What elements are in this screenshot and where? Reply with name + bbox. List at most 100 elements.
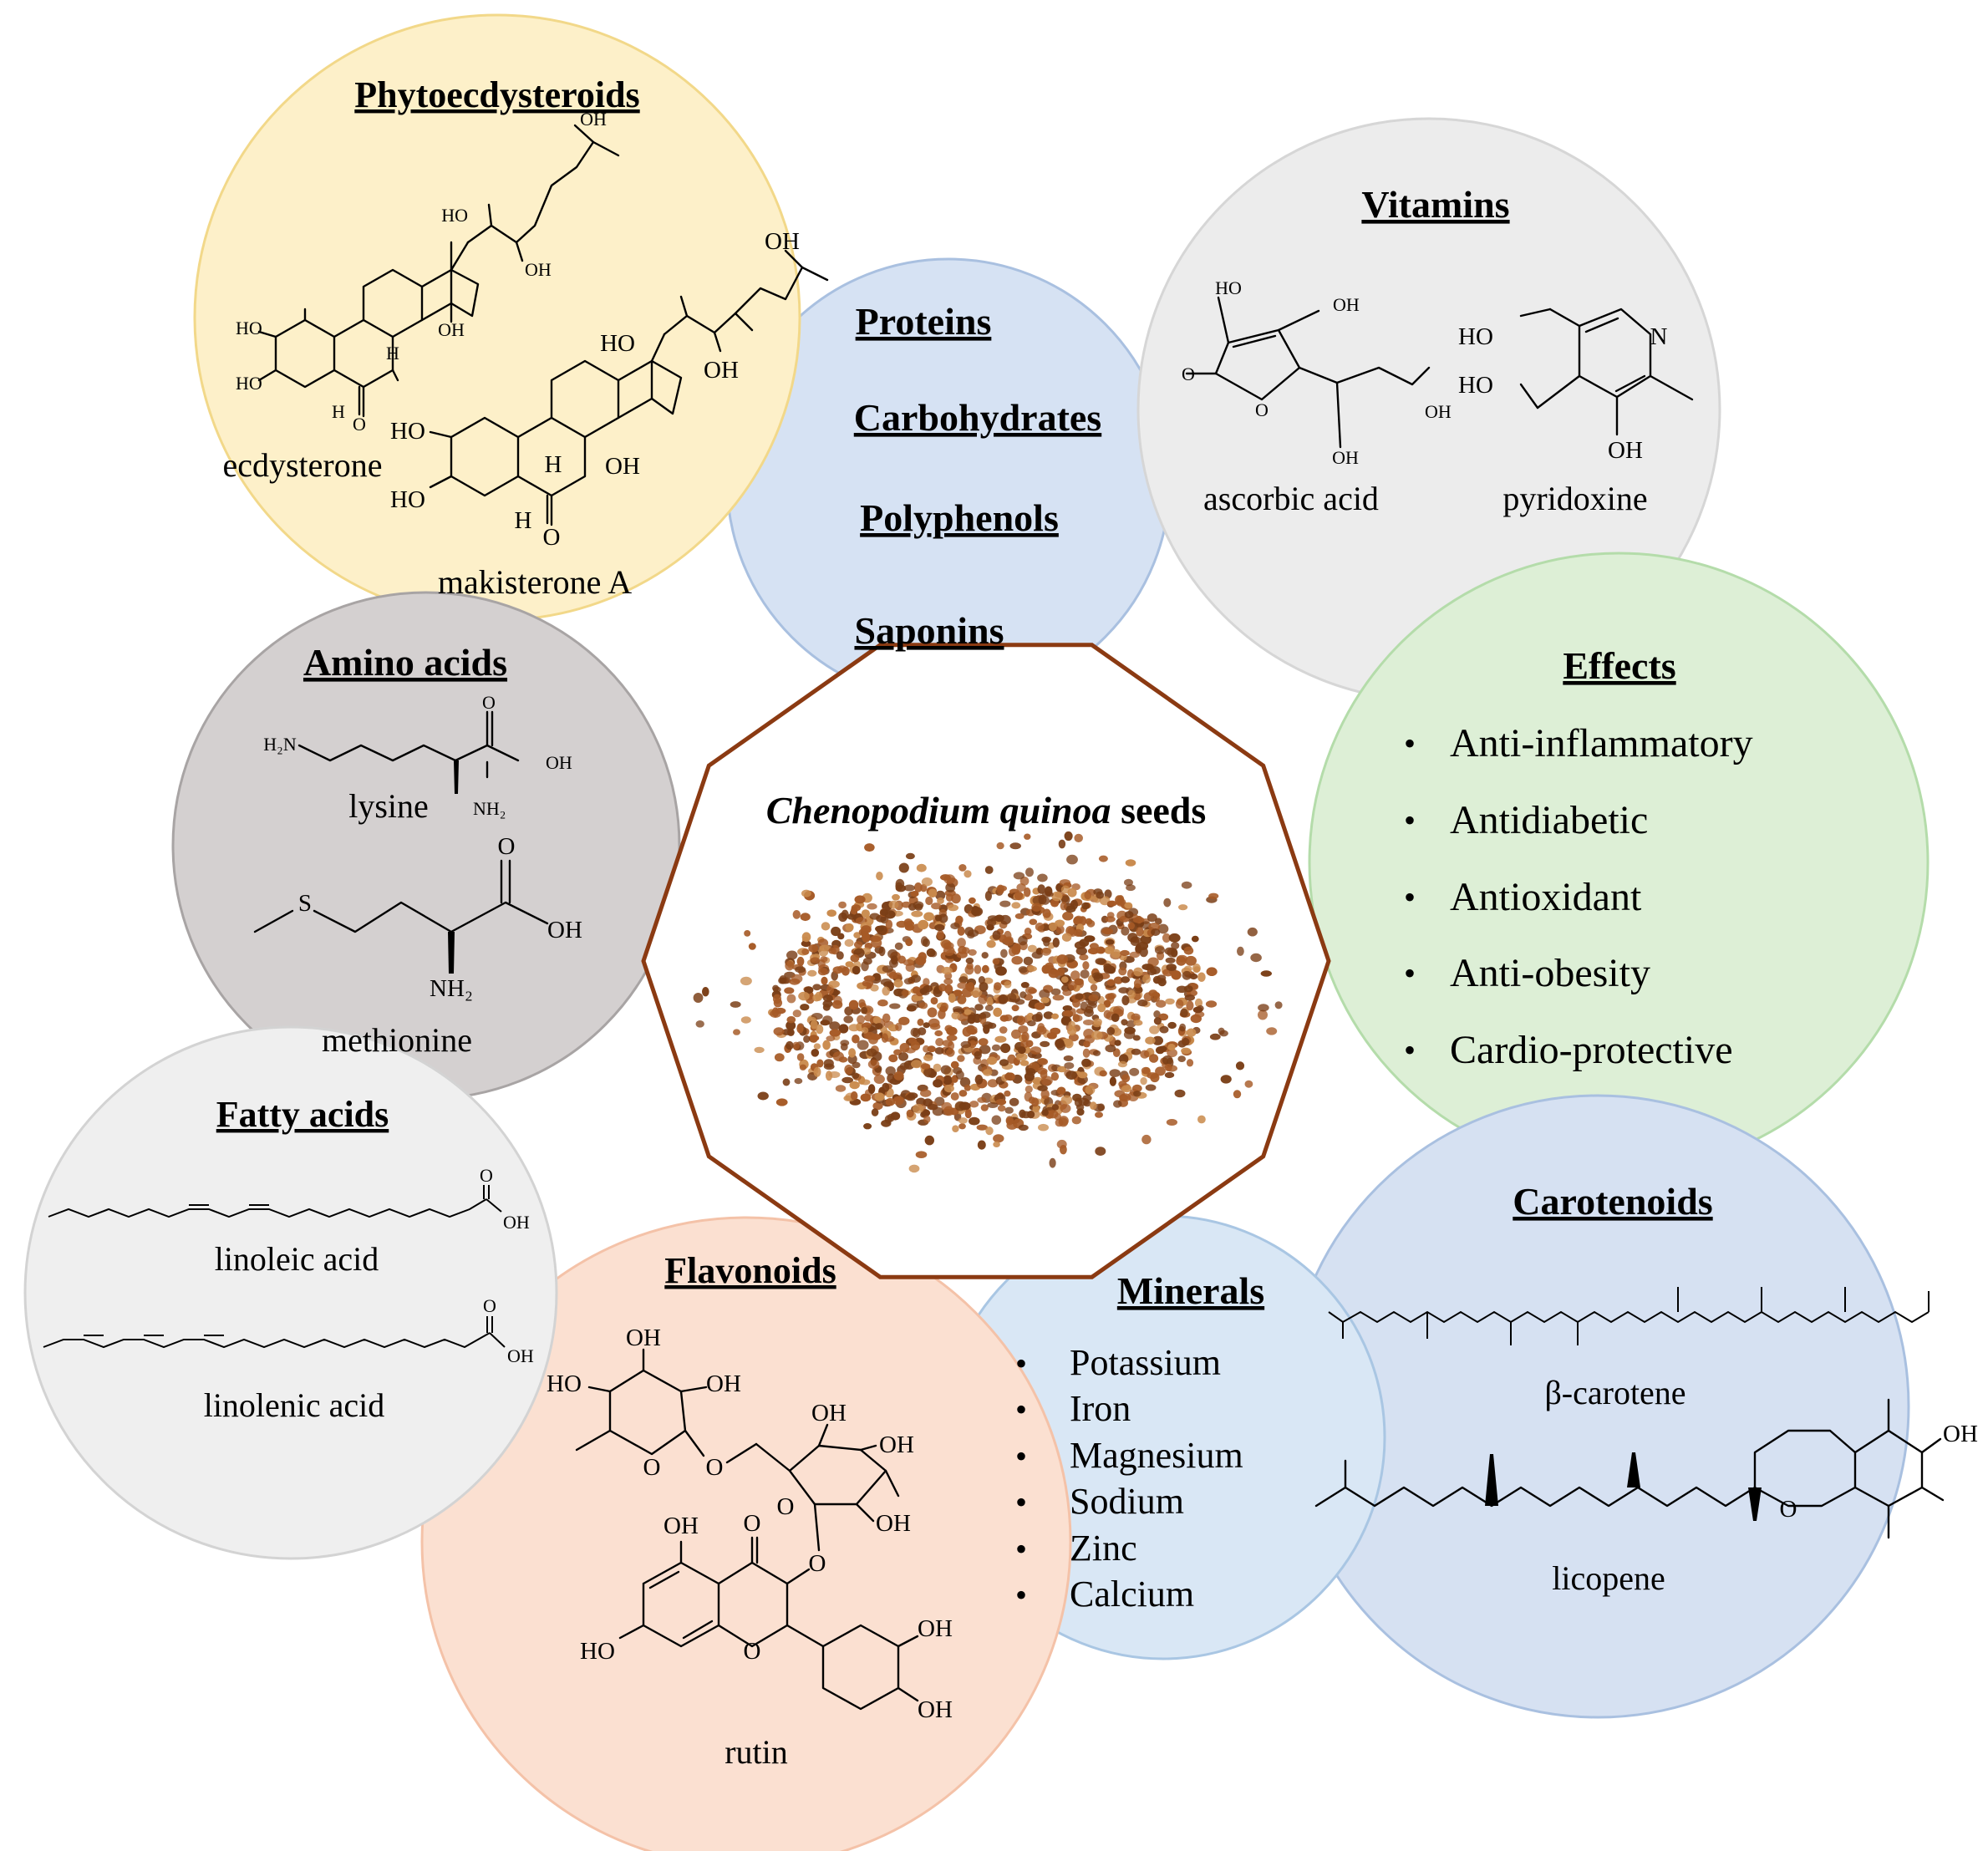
macro-saponins: Saponins <box>854 609 1004 652</box>
rutin-label: rutin <box>725 1733 788 1771</box>
svg-text:OH: OH <box>704 357 739 384</box>
svg-text:H₂N: H₂N <box>263 734 297 755</box>
effect-item: Antioxidant <box>1450 875 1642 919</box>
fatty-acids-content: Fatty acids O OH linoleic acid O OH lino… <box>43 1094 534 1424</box>
mineral-item: Potassium <box>1070 1342 1221 1383</box>
carotenoids-title: Carotenoids <box>1513 1180 1712 1223</box>
svg-text:O: O <box>353 414 366 435</box>
svg-text:H: H <box>332 401 345 422</box>
center-decagon <box>641 643 1331 1279</box>
svg-text:•: • <box>1404 725 1416 762</box>
svg-text:•: • <box>1015 1437 1027 1475</box>
svg-text:•: • <box>1015 1345 1027 1382</box>
mineral-item: Zinc <box>1070 1528 1137 1569</box>
macro-polyphenols: Polyphenols <box>860 496 1059 539</box>
macro-carbohydrates: Carbohydrates <box>854 396 1101 439</box>
svg-text:H: H <box>545 451 562 478</box>
carotenoids-content: Carotenoids β-carotene OH O <box>1314 1180 1978 1597</box>
effect-item: Anti-inflammatory <box>1450 721 1753 765</box>
svg-text:NH₂: NH₂ <box>430 975 473 1002</box>
beta-carotene-label: β-carotene <box>1544 1374 1685 1411</box>
svg-text:O: O <box>744 1638 761 1665</box>
svg-text:•: • <box>1015 1483 1027 1521</box>
flavonoids-title: Flavonoids <box>664 1250 836 1291</box>
svg-text:O: O <box>643 1454 661 1481</box>
svg-text:OH: OH <box>1608 437 1643 464</box>
macros-content: Proteins Carbohydrates Polyphenols Sapon… <box>854 300 1101 652</box>
svg-text:HO: HO <box>600 330 635 357</box>
minerals-content: Minerals • Potassium • Iron • Magnesium … <box>1015 1269 1264 1615</box>
linolenic-acid-label: linolenic acid <box>204 1386 385 1424</box>
svg-text:•: • <box>1404 878 1416 916</box>
svg-text:OH: OH <box>580 109 607 130</box>
svg-text:OH: OH <box>1332 447 1359 468</box>
lysine-label: lysine <box>348 787 429 825</box>
svg-text:H: H <box>386 343 399 364</box>
svg-text:O: O <box>706 1454 724 1481</box>
makisterone-a-structure: HO HO O H H OH HO OH OH <box>390 228 829 551</box>
svg-text:HO: HO <box>390 486 425 513</box>
ecdysterone-label: ecdysterone <box>222 446 382 484</box>
methionine-label: methionine <box>322 1021 472 1059</box>
licopene-structure: OH O <box>1314 1398 1978 1539</box>
macro-proteins: Proteins <box>856 300 992 343</box>
svg-text:HO: HO <box>580 1638 615 1665</box>
svg-text:OH: OH <box>547 917 582 943</box>
svg-text:OH: OH <box>605 453 640 480</box>
effect-item: Cardio-protective <box>1450 1028 1733 1072</box>
pyridoxine-label: pyridoxine <box>1502 480 1647 517</box>
svg-text:OH: OH <box>507 1345 534 1366</box>
svg-text:OH: OH <box>503 1212 530 1233</box>
mineral-item: Sodium <box>1070 1481 1184 1522</box>
svg-text:OH: OH <box>525 259 552 280</box>
makisterone-a-label: makisterone A <box>438 563 632 601</box>
ecdysterone-structure: HO HO O H H OH HO OH OH <box>236 109 620 435</box>
pyridoxine-structure: HO HO N OH <box>1458 308 1694 464</box>
svg-text:S: S <box>298 890 312 917</box>
svg-text:O: O <box>809 1550 826 1577</box>
linoleic-acid-label: linoleic acid <box>215 1240 379 1278</box>
methionine-structure: S O OH NH₂ <box>253 833 582 1002</box>
rutin-structure: OH HO OH O O OH OH OH O O <box>547 1325 953 1723</box>
svg-text:OH: OH <box>1425 401 1452 422</box>
svg-text:OH: OH <box>664 1513 699 1539</box>
center-title: Chenopodium quinoa seeds <box>766 789 1207 831</box>
beta-carotene-structure <box>1328 1287 1930 1345</box>
svg-text:HO: HO <box>1215 277 1242 298</box>
svg-text:O: O <box>1255 399 1269 420</box>
svg-text:O: O <box>483 1295 496 1316</box>
svg-text:O: O <box>498 833 516 860</box>
svg-text:OH: OH <box>438 319 465 340</box>
phytoecdysteroids-content: Phytoecdysteroids HO HO O H <box>222 74 829 601</box>
ascorbic-acid-label: ascorbic acid <box>1203 480 1379 517</box>
svg-text:HO: HO <box>547 1370 582 1397</box>
amino-acids-content: Amino acids H₂N O OH NH₂ lysine S O OH N… <box>253 641 582 1059</box>
svg-text:OH: OH <box>879 1431 914 1458</box>
svg-text:HO: HO <box>441 205 468 226</box>
svg-text:OH: OH <box>876 1510 911 1537</box>
vitamins-content: Vitamins HO OH O O OH OH ascorbic acid <box>1182 183 1694 517</box>
svg-text:HO: HO <box>1458 372 1493 399</box>
linoleic-acid-structure: O OH <box>48 1165 530 1233</box>
svg-text:O: O <box>480 1165 493 1186</box>
svg-text:OH: OH <box>626 1325 661 1351</box>
circle-flavonoids <box>420 1216 1072 1851</box>
svg-text:O: O <box>1780 1496 1797 1523</box>
svg-text:O: O <box>744 1510 761 1537</box>
svg-text:OH: OH <box>918 1696 953 1723</box>
mineral-item: Magnesium <box>1070 1435 1243 1476</box>
svg-text:OH: OH <box>765 228 800 255</box>
svg-text:O: O <box>482 692 496 713</box>
svg-text:HO: HO <box>236 318 262 338</box>
svg-text:N: N <box>1650 323 1668 350</box>
effects-title: Effects <box>1563 644 1675 687</box>
svg-text:•: • <box>1015 1576 1027 1614</box>
svg-text:HO: HO <box>236 373 262 394</box>
svg-text:HO: HO <box>1458 323 1493 350</box>
center-panel: Chenopodium quinoa seeds <box>641 643 1331 1279</box>
svg-text:OH: OH <box>546 752 572 773</box>
fatty-acids-title: Fatty acids <box>216 1094 389 1135</box>
svg-text:H: H <box>515 507 532 534</box>
ascorbic-acid-structure: HO OH O O OH OH <box>1182 277 1452 468</box>
